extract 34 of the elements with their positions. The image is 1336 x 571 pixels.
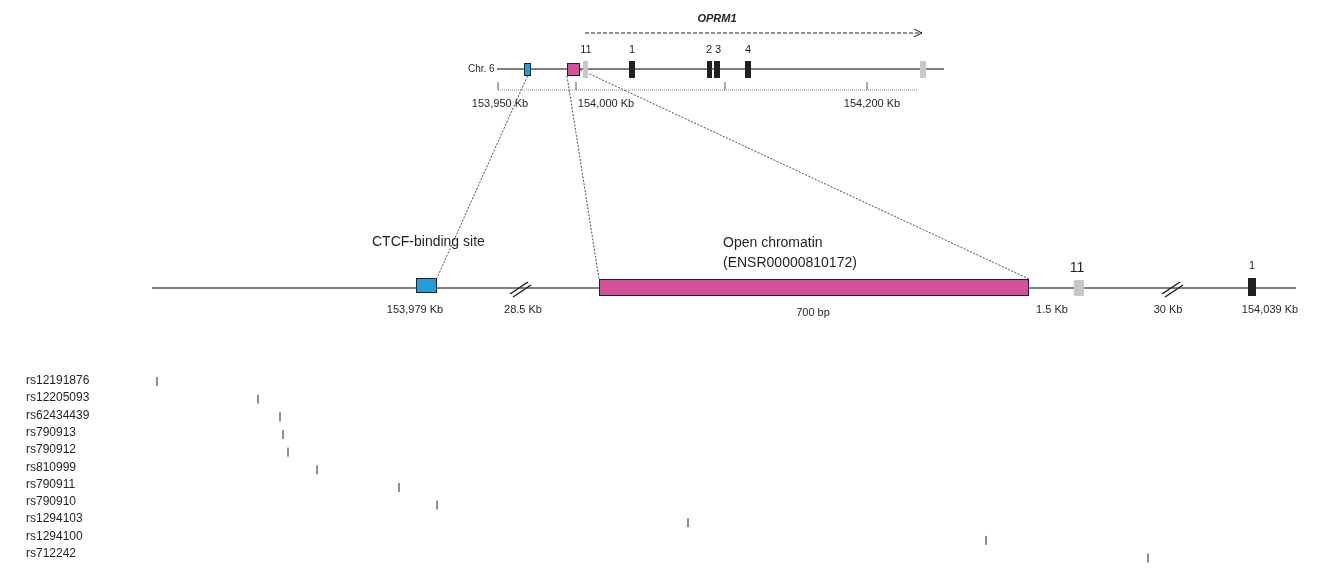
coordinate-label: 153,979 Kb: [386, 303, 444, 316]
snp-id: rs62434439: [26, 408, 90, 423]
exon-number: 3: [714, 43, 722, 56]
snp-id: rs790912: [26, 443, 77, 457]
snp-id: rs1294100: [26, 529, 83, 544]
coordinate-label: 154,039 Kb: [1241, 303, 1299, 316]
distance-label: 1.5 Kb: [1036, 303, 1068, 316]
zoom-line: [436, 75, 528, 279]
snp-id: rs810999: [26, 460, 77, 475]
snp-id: rs12205093: [26, 391, 90, 406]
distance-label: 28.5 Kb: [504, 303, 542, 316]
distance-label: 30 Kb: [1153, 303, 1183, 316]
exon-number: 11: [1069, 259, 1085, 276]
coordinate-label: 154,200 Kb: [843, 97, 901, 110]
length-label: 700 bp: [796, 306, 830, 319]
chromosome-label: Chr. 6: [468, 63, 495, 75]
snp-id: rs1294103: [26, 512, 83, 527]
gene-name: OPRM1: [697, 12, 737, 25]
exon-number: 2: [705, 43, 713, 56]
region-title: CTCF-binding site: [372, 233, 485, 250]
snp-id: rs790910: [26, 495, 77, 509]
exon-number: 4: [744, 43, 752, 56]
exon-number: 1: [628, 43, 636, 56]
coordinate-label: 153,950 Kb: [471, 97, 529, 110]
exon-number: 1: [1248, 259, 1256, 272]
coordinate-label: 154,000 Kb: [577, 97, 635, 110]
snp-id: rs790911: [26, 477, 76, 492]
snp-id: rs12191876: [26, 374, 90, 388]
snp-id: rs790913: [26, 425, 77, 440]
region-title: Open chromatin (ENSR00000810172): [723, 233, 858, 272]
zoom-line: [566, 75, 600, 280]
zoom-line: [579, 69, 1030, 280]
snp-id: rs712242: [26, 547, 77, 561]
exon-number: 11: [580, 43, 592, 56]
